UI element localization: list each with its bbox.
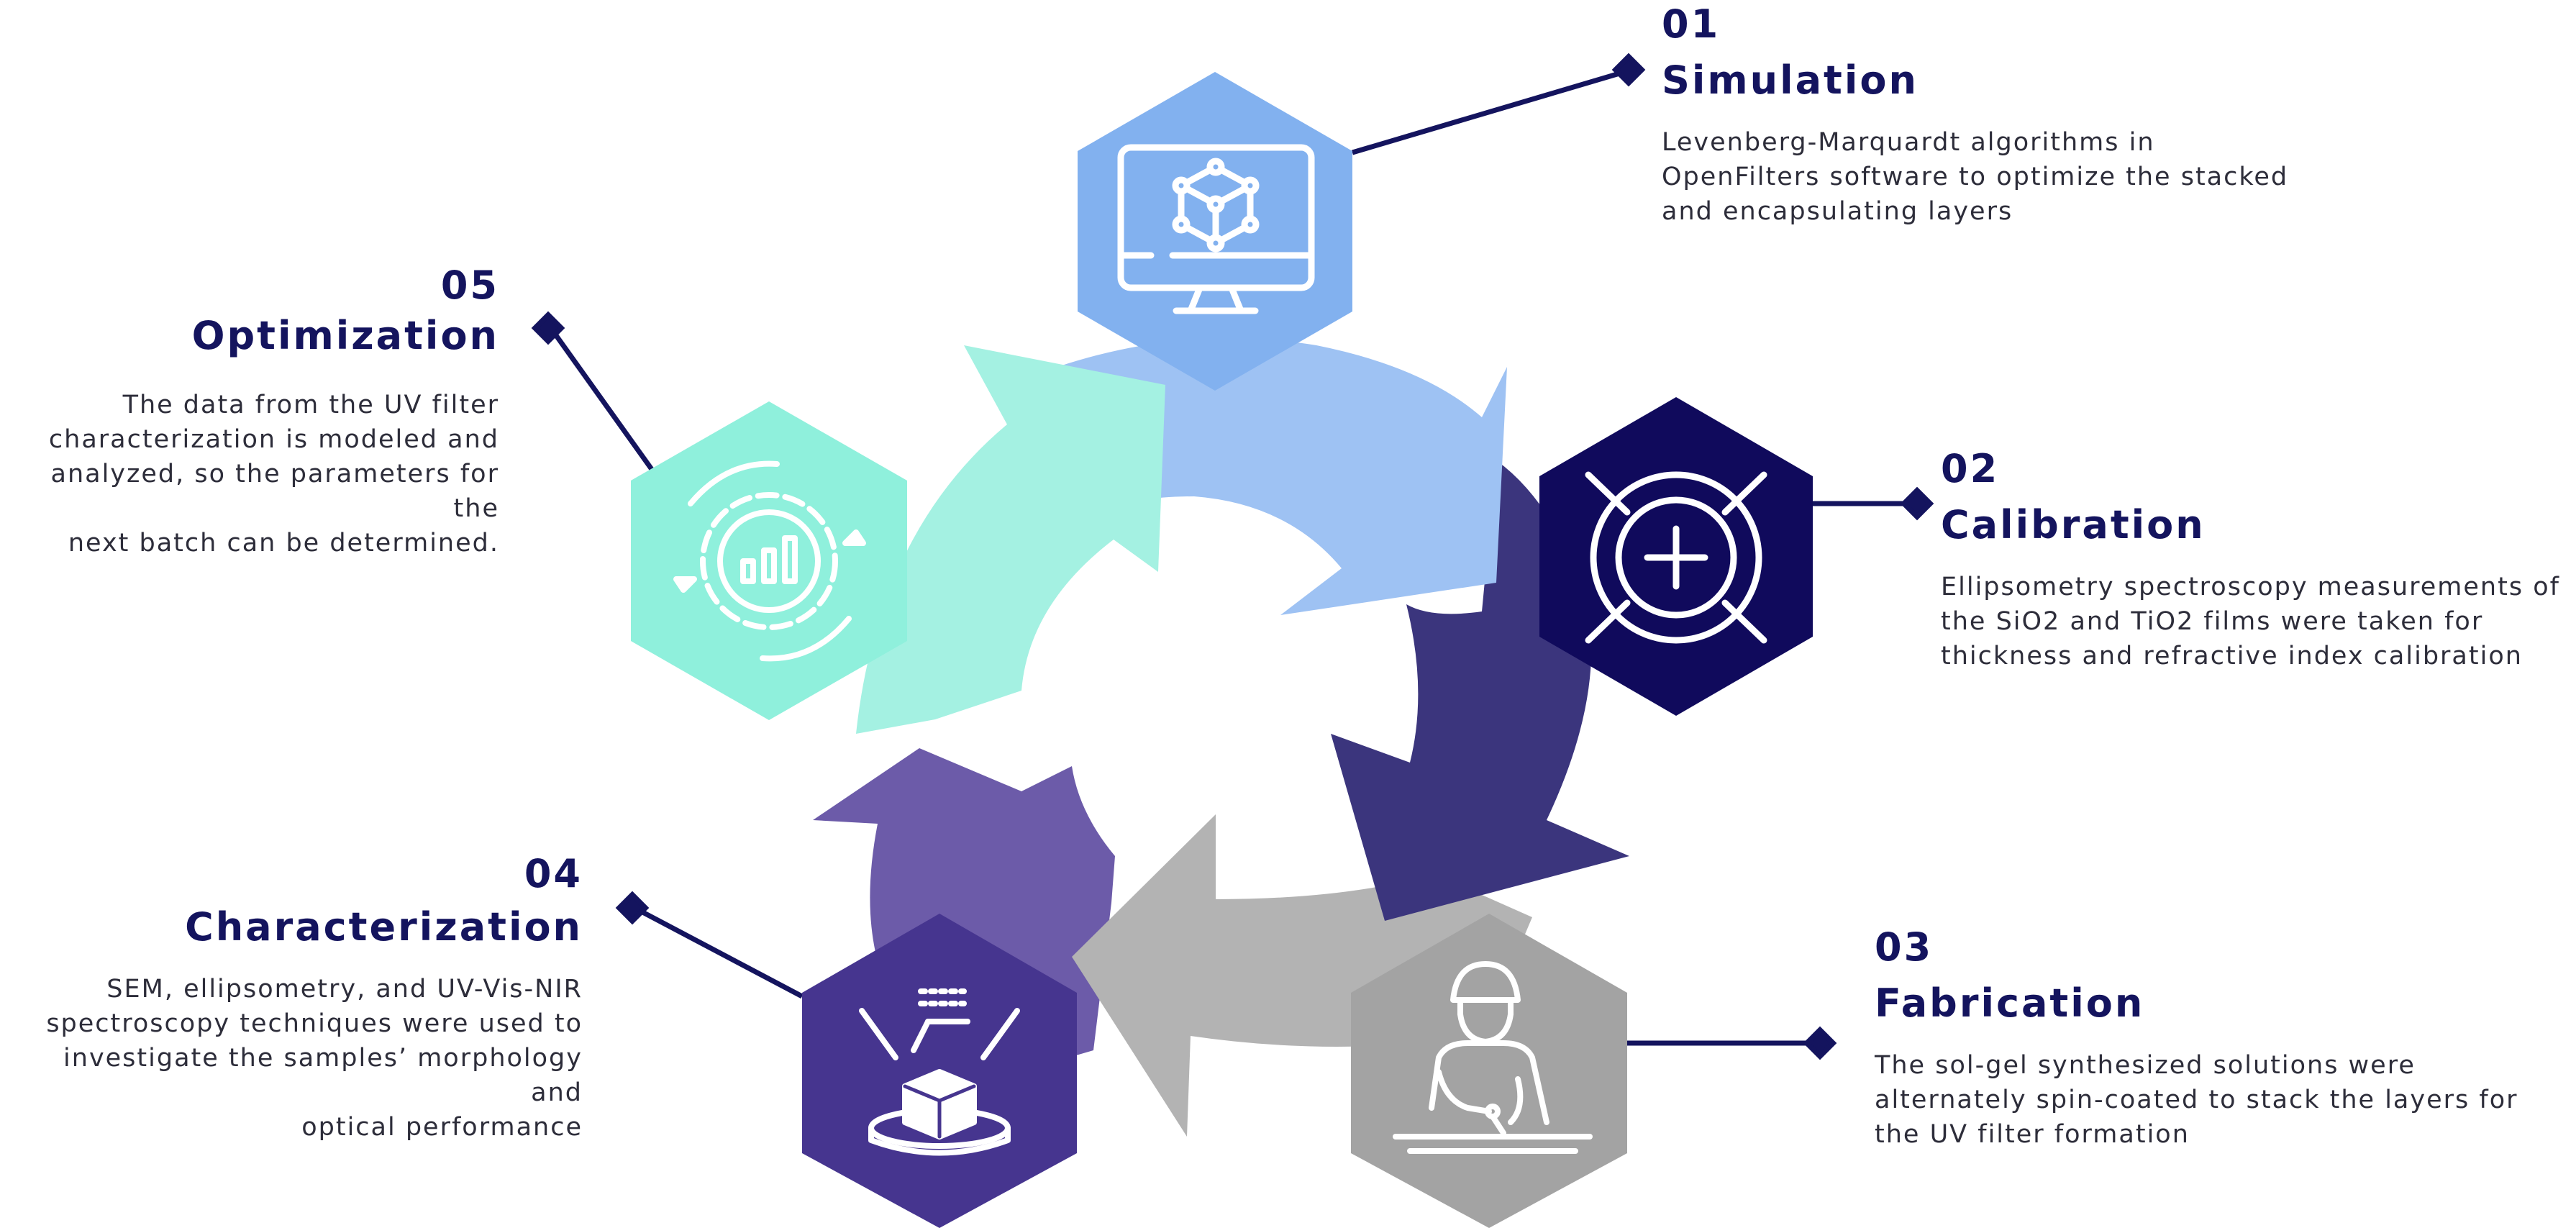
step-title: Simulation (1662, 58, 1919, 103)
description-line: alternately spin-coated to stack the lay… (1875, 1086, 2518, 1114)
hexagon-optimization (631, 401, 907, 720)
connector-optimization (548, 325, 657, 476)
description-line: thickness and refractive index calibrati… (1941, 642, 2523, 670)
description-line: and encapsulating layers (1662, 197, 2013, 226)
worker-at-bench-icon (1393, 961, 1593, 1154)
description-line: characterization is modeled and (48, 425, 499, 454)
connector-simulation (1352, 68, 1630, 155)
description-line: The sol-gel synthesized solutions were (1875, 1051, 2416, 1080)
description-line: Ellipsometry spectroscopy measurements o… (1941, 573, 2560, 601)
hexagon-calibration (1539, 397, 1813, 716)
step-title: Characterization (185, 904, 583, 950)
step-calibration: 02 Calibration Ellipsometry spectroscopy… (1941, 446, 2574, 673)
connector-marker-fabrication (1803, 1026, 1837, 1060)
step-simulation: 01 Simulation Levenberg-Marquardt algori… (1662, 1, 2309, 229)
description-line: Levenberg-Marquardt algorithms in (1662, 128, 2155, 157)
step-description: SEM, ellipsometry, and UV-Vis-NIR spectr… (7, 972, 583, 1145)
step-fabrication: 03 Fabrication The sol-gel synthesized s… (1875, 924, 2565, 1152)
description-line: next batch can be determined. (68, 529, 499, 558)
description-line: optical performance (301, 1113, 583, 1142)
connector-marker-optimization (531, 311, 565, 345)
connectors (531, 53, 1934, 1060)
description-line: the UV filter formation (1875, 1120, 2190, 1149)
connector-marker-calibration (1900, 486, 1934, 521)
step-description: The sol-gel synthesized solutions were a… (1875, 1048, 2565, 1152)
connector-marker-simulation (1611, 53, 1646, 87)
description-line: The data from the UV filter (122, 391, 499, 419)
step-description: Levenberg-Marquardt algorithms in OpenFi… (1662, 125, 2309, 229)
step-description: The data from the UV filter characteriza… (7, 388, 499, 560)
arrow-optimization (856, 345, 1165, 734)
hexagon-characterization (802, 914, 1077, 1228)
step-number: 04 (524, 851, 583, 896)
step-optimization: 05 Optimization The data from the UV fil… (7, 263, 499, 560)
description-line: OpenFilters software to optimize the sta… (1662, 163, 2289, 191)
step-number: 05 (440, 263, 499, 308)
gear-chart-cycle-icon (673, 460, 866, 662)
crosshair-target-icon (1585, 471, 1767, 644)
hexagon-simulation (1078, 72, 1352, 391)
step-title: Calibration (1941, 502, 2206, 547)
connector-characterization (633, 905, 804, 999)
step-title: Fabrication (1875, 981, 2145, 1026)
description-line: SEM, ellipsometry, and UV-Vis-NIR (106, 975, 583, 1004)
description-line: analyzed, so the parameters for the (50, 460, 499, 523)
step-number: 02 (1941, 446, 2000, 491)
connector-marker-characterization (615, 891, 650, 925)
hexagons (631, 72, 1813, 1228)
description-line: spectroscopy techniques were used to (46, 1009, 583, 1038)
step-number: 01 (1662, 1, 1721, 47)
step-description: Ellipsometry spectroscopy measurements o… (1941, 570, 2574, 673)
step-characterization: 04 Characterization SEM, ellipsometry, a… (7, 851, 583, 1145)
description-line: the SiO2 and TiO2 films were taken for (1941, 607, 2484, 636)
arrow-simulation (1057, 338, 1507, 615)
hexagon-fabrication (1351, 914, 1627, 1228)
sample-measurement-icon (859, 988, 1020, 1156)
monitor-cube-icon (1117, 144, 1315, 314)
step-number: 03 (1875, 924, 1934, 970)
description-line: investigate the samples’ morphology and (63, 1044, 583, 1107)
step-title: Optimization (191, 313, 499, 358)
